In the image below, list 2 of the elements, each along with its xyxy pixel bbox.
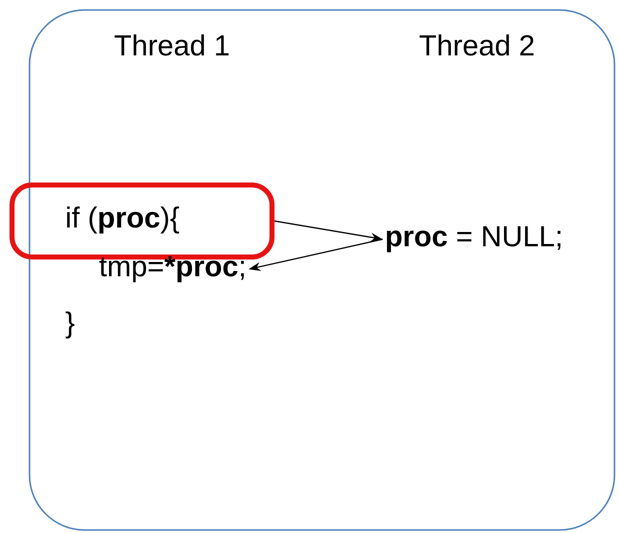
- code-text: }: [66, 311, 74, 339]
- code-text: proc = NULL;: [386, 226, 560, 252]
